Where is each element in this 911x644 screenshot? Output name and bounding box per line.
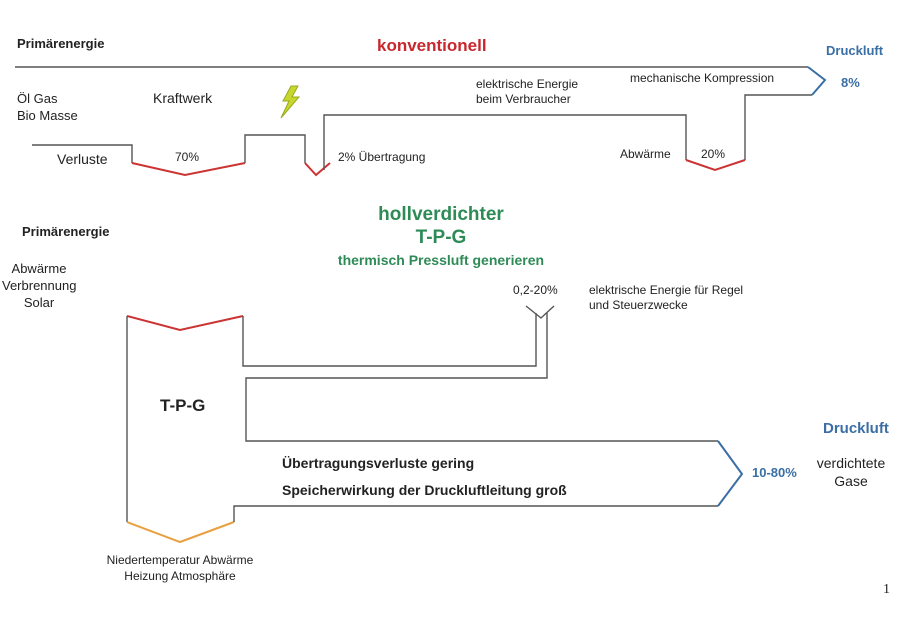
tpg-source-1: Abwärme: [11, 261, 67, 276]
tpg-electric-text-1: elektrische Energie für Regel: [589, 283, 744, 297]
tpg-note-1: Übertragungsverluste gering: [282, 455, 475, 471]
tpg-machine-label: T-P-G: [160, 396, 206, 415]
tpg-electric-tip: [525, 305, 555, 319]
compression-line: [744, 94, 812, 160]
conventional-lower-line: [32, 144, 133, 163]
tpg-title-2: T-P-G: [415, 227, 467, 248]
tpg-output-label: Druckluft: [823, 420, 889, 437]
lightning-icon: [280, 85, 301, 119]
loss-plant-line: [131, 162, 246, 177]
conventional-heading: Primärenergie: [17, 36, 105, 51]
tpg-note-2: Speicherwirkung der Druckluftleitung gro…: [282, 482, 567, 498]
tpg-output-value: 10-80%: [752, 465, 797, 480]
tpg-electric-text-2: und Steuerzwecke: [589, 298, 688, 312]
tpg-title-1: hollverdichter: [378, 204, 504, 225]
page-number: 1: [883, 582, 890, 597]
conventional-flow: [15, 66, 827, 177]
power-plant-label: Kraftwerk: [153, 90, 213, 106]
tpg-flow: [126, 305, 744, 544]
waste-heat-label: Abwärme: [620, 147, 671, 161]
conventional-source-2: Bio Masse: [17, 108, 78, 123]
conventional-output-value: 8%: [841, 75, 860, 90]
loss-compression-line: [685, 159, 746, 172]
tpg-heading: Primärenergie: [22, 224, 110, 239]
tpg-input-line: [126, 315, 244, 332]
loss-compression-value: 20%: [701, 147, 726, 161]
tpg-electric-upper: [242, 313, 537, 367]
tpg-title-3: thermisch Pressluft generieren: [337, 252, 545, 268]
tpg-source-2: Verbrennung: [2, 278, 77, 293]
loss-plant-value: 70%: [175, 150, 200, 164]
conventional-title: konventionell: [377, 36, 487, 55]
tpg-output-text-2: Gase: [834, 473, 868, 489]
compression-label: mechanische Kompression: [630, 71, 775, 85]
tpg-arrowhead: [717, 440, 744, 507]
loss-transmission-label: 2% Übertragung: [338, 150, 426, 164]
tpg-waste-1: Niedertemperatur Abwärme: [106, 553, 254, 567]
tpg-electric-share: 0,2-20%: [513, 283, 558, 297]
consumer-label-2: beim Verbraucher: [476, 92, 571, 106]
loss-transmission-line: [304, 162, 331, 177]
plant-step-line: [244, 134, 306, 163]
conventional-source-1: Öl Gas: [17, 91, 58, 106]
conventional-arrowhead: [807, 66, 827, 96]
consumer-line: [323, 114, 687, 170]
losses-label: Verluste: [57, 151, 108, 167]
tpg-electric-lower: [245, 313, 718, 442]
conventional-output-label: Druckluft: [826, 43, 884, 58]
tpg-source-3: Solar: [23, 295, 55, 310]
consumer-label-1: elektrische Energie: [476, 77, 579, 91]
tpg-waste-2: Heizung Atmosphäre: [124, 569, 236, 583]
tpg-output-text-1: verdichtete: [816, 455, 886, 471]
tpg-bottom-line: [233, 505, 718, 522]
tpg-waste-line: [126, 521, 235, 544]
